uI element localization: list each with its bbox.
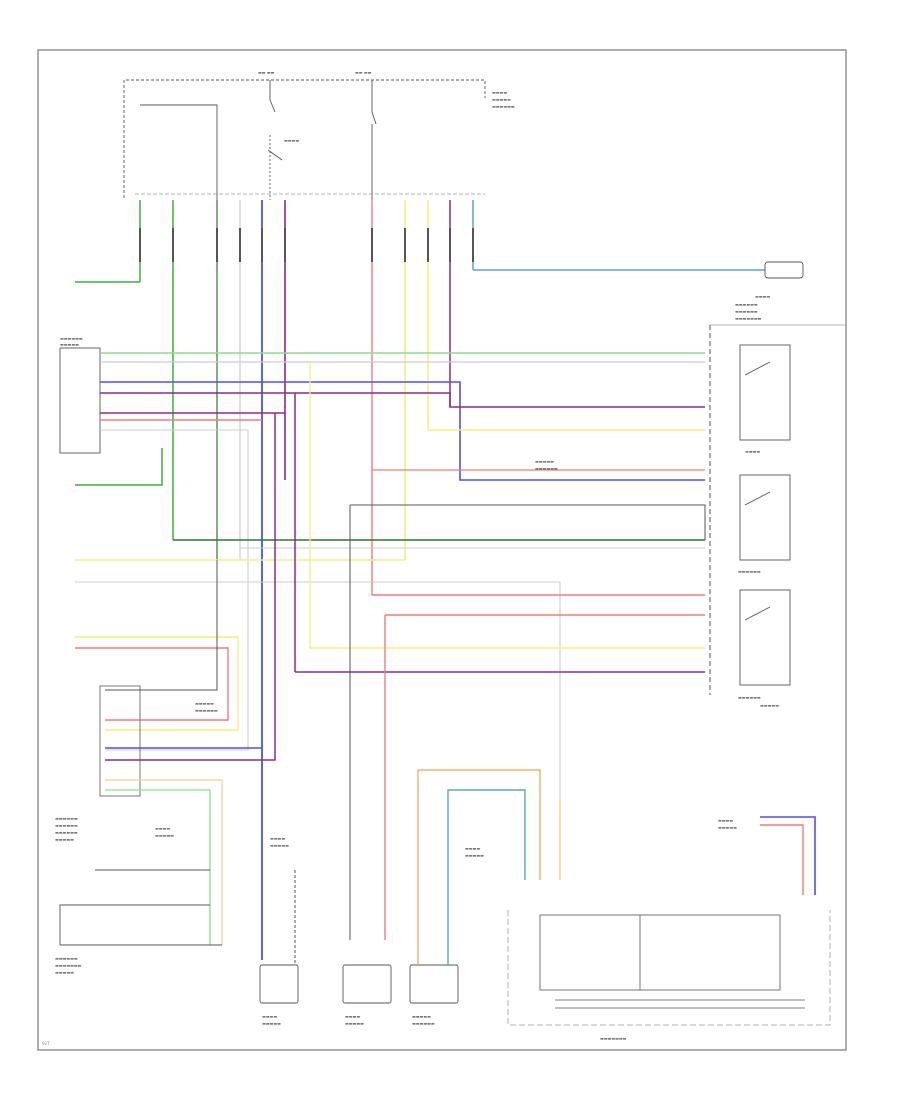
h-purple-left <box>105 413 276 761</box>
module-label-2: ▬▬▬▬▬ <box>60 342 79 347</box>
h-purple-1 <box>100 392 705 408</box>
relay-1-label: ▬▬▬▬ <box>745 449 760 454</box>
wire-black-lower-2 <box>59 904 210 945</box>
left-lower-connector: ▬▬▬▬▬ ▬▬▬▬▬▬ ▬▬▬▬▬▬ ▬▬▬▬▬▬ ▬▬▬▬▬▬ ▬▬▬▬▬ … <box>55 685 223 975</box>
fuse-left-link <box>269 99 276 113</box>
lower-label-5: ▬▬▬▬▬ <box>55 970 74 975</box>
fuse-box-label: ▬▬▬▬ <box>492 90 507 95</box>
connector-ticks <box>139 228 474 262</box>
wire-cyan-loop <box>447 789 526 965</box>
sensor-label-mid-2: ▬▬▬▬▬ <box>465 853 484 858</box>
wire-orange-loop <box>417 769 541 965</box>
right-relay-module: ▬▬▬▬ ▬▬▬▬▬▬ ▬▬▬▬▬▬ ▬▬▬▬▬ ▬▬▬▬▬ ▬▬▬▬▬▬ <box>535 324 845 708</box>
right-sensor-top: ▬▬▬▬ ▬▬▬▬▬▬ ▬▬▬▬▬▬ ▬▬▬▬▬▬▬ <box>473 261 804 321</box>
bottom-label-7: ▬▬▬▬▬ <box>412 1014 431 1019</box>
sensor-label-top-2: ▬▬▬▬▬▬ <box>735 302 758 307</box>
connector-block-left <box>99 685 141 797</box>
bottom-label-1: ▬▬▬▬ <box>270 836 285 841</box>
h-yellow-left <box>75 636 239 731</box>
bottom-label-3: ▬▬▬▬ <box>262 1014 277 1019</box>
relay-3-label-2: ▬▬▬▬▬ <box>760 703 779 708</box>
module-inner-br <box>539 914 781 991</box>
bottom-label-8: ▬▬▬▬▬▬ <box>412 1021 435 1026</box>
lower-label-4: ▬▬▬▬▬▬▬ <box>55 963 82 968</box>
fuse-label-a: ▬▬ ▬▬ <box>258 70 275 75</box>
relay-3 <box>739 589 791 686</box>
relay-1-switch <box>744 361 771 376</box>
h-black-1 <box>350 504 706 540</box>
connector-label-mid: ▬▬▬▬▬ <box>195 701 214 706</box>
bottom-label-6: ▬▬▬▬▬ <box>345 1021 364 1026</box>
relay-2-switch <box>744 491 771 506</box>
sensor-label-top: ▬▬▬▬ <box>755 294 770 299</box>
relay-3-switch <box>744 606 771 621</box>
h-gray-4 <box>75 581 561 880</box>
fuse-box-label-2: ▬▬▬▬▬ <box>492 97 511 102</box>
control-unit-label-4: ▬▬▬▬▬ <box>55 837 74 842</box>
h-blue-1 <box>100 381 705 481</box>
relay-2-label: ▬▬▬▬▬▬ <box>738 569 761 574</box>
ground-wire-top <box>140 104 218 200</box>
sensor-label-mid: ▬▬▬▬ <box>465 846 480 851</box>
lower-label-3: ▬▬▬▬▬▬ <box>55 956 78 961</box>
top-supply-section: ▬▬ ▬▬ ▬▬ ▬▬ ▬▬▬▬ ▬▬▬▬▬ ▬▬▬▬▬▬ ▬▬▬▬ <box>123 70 515 200</box>
h-gray-2 <box>100 429 249 751</box>
control-unit-label-2: ▬▬▬▬▬▬ <box>55 823 78 828</box>
figure-id: 92T <box>42 1041 50 1046</box>
horizontal-runs <box>75 352 706 940</box>
bottom-connector-2 <box>342 964 392 1004</box>
module-br-label: ▬▬▬▬▬▬▬ <box>600 1036 627 1041</box>
wire-green-lower <box>105 789 211 945</box>
relay-label-top: ▬▬▬▬ <box>284 138 299 143</box>
left-control-module: ▬▬▬▬▬▬ ▬▬▬▬▬ <box>59 281 163 486</box>
fuse-right-link <box>371 111 377 125</box>
module-outline-br <box>507 910 831 1026</box>
wire-red-br <box>760 824 804 895</box>
ground-label-br: ▬▬▬▬ <box>718 818 733 823</box>
relay-1 <box>739 344 791 441</box>
module-label: ▬▬▬▬▬▬ <box>60 336 83 341</box>
left-front-label-2: ▬▬▬▬▬▬ <box>535 466 558 471</box>
sensor-label-top-4: ▬▬▬▬▬▬▬ <box>735 316 762 321</box>
h-black-left <box>105 560 218 691</box>
sensor-label-top-3: ▬▬▬▬▬▬ <box>735 309 758 314</box>
lower-label-2: ▬▬▬▬▬ <box>155 833 174 838</box>
module-box-left <box>59 347 101 454</box>
bottom-right-module: ▬▬▬▬▬▬▬ ▬▬▬▬ ▬▬▬▬▬ <box>507 816 831 1041</box>
diagram-frame <box>37 49 847 1051</box>
connector-label-mid-2: ▬▬▬▬▬▬ <box>195 708 218 713</box>
middle-sensor-wires: ▬▬▬▬ ▬▬▬▬▬ <box>417 769 561 965</box>
ground-label-br-2: ▬▬▬▬▬ <box>718 825 737 830</box>
fuse-box-label-3: ▬▬▬▬▬▬ <box>492 104 515 109</box>
wire-green-left-bottom <box>75 448 163 486</box>
left-front-label: ▬▬▬▬▬ <box>535 459 554 464</box>
h-red-left <box>75 647 229 721</box>
bottom-label-4: ▬▬▬▬▬ <box>262 1021 281 1026</box>
bottom-label-2: ▬▬▬▬▬ <box>270 843 289 848</box>
bottom-connector-1 <box>259 964 299 1004</box>
bottom-connector-3 <box>409 964 459 1004</box>
bottom-label-5: ▬▬▬▬ <box>345 1014 360 1019</box>
vertical-harness <box>139 200 474 960</box>
control-unit-label-3: ▬▬▬▬▬▬ <box>55 830 78 835</box>
wire-blue-br <box>760 816 816 895</box>
lower-label-1: ▬▬▬▬ <box>155 826 170 831</box>
hot-in-run-bus <box>123 79 486 198</box>
relay-3-label: ▬▬▬▬▬▬ <box>738 695 761 700</box>
wire-tan-lower <box>105 779 223 945</box>
bottom-connectors: ▬▬▬▬ ▬▬▬▬▬ ▬▬▬▬ ▬▬▬▬▬ ▬▬▬▬ ▬▬▬▬▬ ▬▬▬▬▬ ▬… <box>259 836 459 1026</box>
control-unit-label: ▬▬▬▬▬▬ <box>55 816 78 821</box>
fuse-label-b: ▬▬ ▬▬ <box>355 70 372 75</box>
sensor-connector-top <box>764 261 804 279</box>
relay-2 <box>739 474 791 561</box>
